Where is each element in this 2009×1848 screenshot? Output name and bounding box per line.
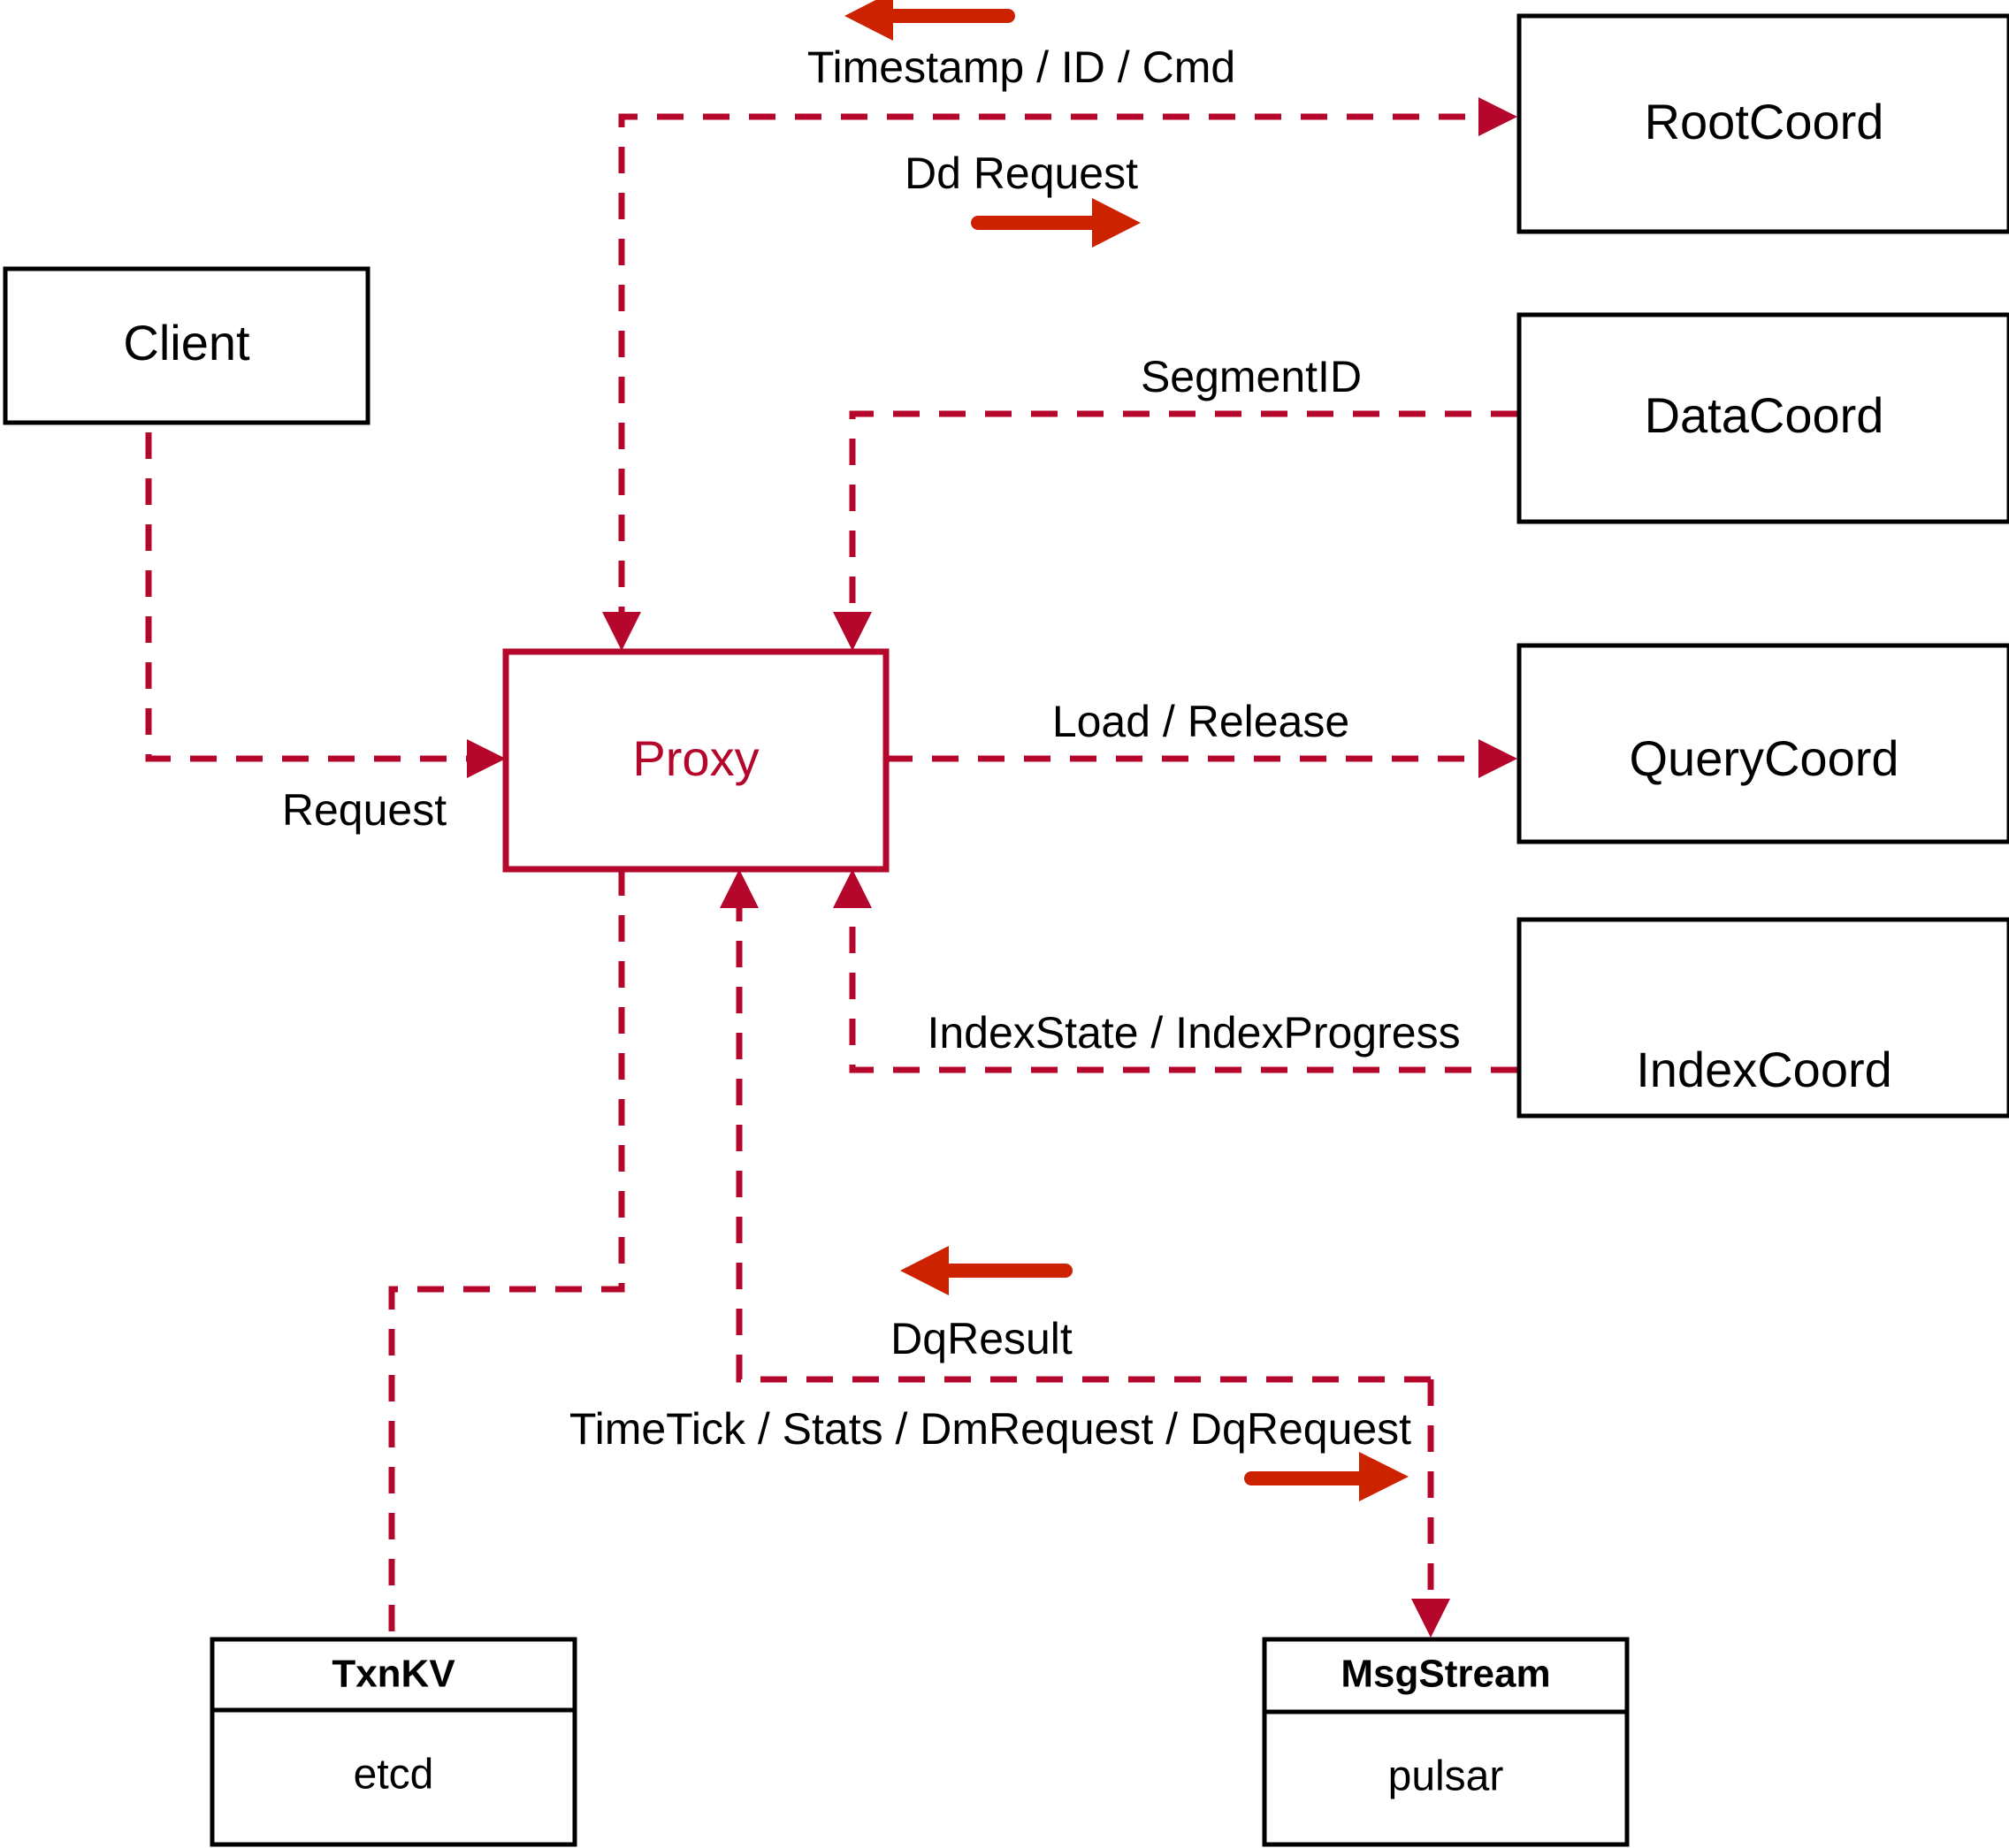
node-msgstream[interactable]: MsgStream pulsar	[1262, 1637, 1630, 1847]
edge-msgstream-to-proxy	[720, 869, 1450, 1638]
node-client-box[interactable]	[3, 266, 370, 425]
edge-label-timestamp-id-cmd: Timestamp / ID / Cmd	[807, 42, 1235, 92]
edge-label-request: Request	[282, 785, 447, 835]
edge-label-index-state: IndexState / IndexProgress	[927, 1008, 1460, 1058]
edge-client-to-proxy-arrowhead	[467, 739, 506, 778]
edge-proxy-to-rootcoord	[602, 97, 1517, 651]
node-indexcoord[interactable]: IndexCoord	[1516, 917, 2009, 1119]
edge-datacoord-to-proxy	[833, 410, 1517, 651]
node-datacoord[interactable]: DataCoord	[1516, 312, 2009, 524]
node-proxy-label: Proxy	[632, 730, 759, 786]
node-querycoord[interactable]: QueryCoord	[1516, 643, 2009, 844]
node-querycoord-label: QueryCoord	[1629, 730, 1898, 786]
edge-indexcoord-to-proxy-path	[849, 887, 1517, 1073]
edge-proxy-to-rootcoord-arrowhead-right	[1478, 97, 1517, 136]
node-indexcoord-box[interactable]	[1516, 917, 2009, 1119]
edge-msgstream-to-proxy-arrowhead	[720, 869, 759, 908]
edge-proxy-to-txnkv	[388, 869, 625, 1638]
edge-label-segment-id: SegmentID	[1141, 352, 1362, 401]
edge-proxy-to-msgstream-arrowhead	[1411, 1599, 1450, 1638]
node-rootcoord-label: RootCoord	[1645, 94, 1884, 149]
edge-datacoord-to-proxy-arrowhead	[833, 612, 872, 651]
node-txnkv[interactable]: TxnKV etcd	[210, 1637, 577, 1847]
edge-indexcoord-to-proxy	[833, 869, 1517, 1073]
node-txnkv-body-label: etcd	[354, 1752, 434, 1798]
edge-datacoord-to-proxy-path	[849, 410, 1517, 633]
dqrequest-arrow-icon	[1244, 1452, 1409, 1501]
dqresult-arrow-icon	[900, 1246, 1073, 1295]
edge-client-to-proxy	[145, 386, 506, 778]
edge-proxy-to-txnkv-path	[388, 869, 625, 1638]
edge-msgstream-to-proxy-path	[736, 887, 1431, 1383]
node-client[interactable]: Client	[3, 266, 370, 425]
edge-proxy-to-rootcoord-path	[618, 113, 1496, 633]
node-rootcoord-box[interactable]	[1516, 13, 2009, 234]
timestamp-arrow-icon	[844, 0, 1015, 41]
edge-proxy-to-querycoord	[886, 739, 1517, 778]
dd-request-arrow-icon	[971, 198, 1141, 248]
edge-label-timetick-stats: TimeTick / Stats / DmRequest / DqRequest	[569, 1404, 1411, 1454]
edge-label-dq-result: DqResult	[890, 1314, 1073, 1363]
node-msgstream-header-label: MsgStream	[1341, 1653, 1550, 1696]
node-indexcoord-label: IndexCoord	[1636, 1042, 1892, 1097]
edge-indexcoord-to-proxy-arrowhead	[833, 869, 872, 908]
node-proxy[interactable]: Proxy	[502, 648, 890, 873]
node-datacoord-box[interactable]	[1516, 312, 2009, 524]
node-rootcoord[interactable]: RootCoord	[1516, 13, 2009, 234]
edge-label-dd-request: Dd Request	[905, 149, 1138, 198]
node-msgstream-box[interactable]	[1262, 1637, 1630, 1847]
node-msgstream-body-label: pulsar	[1388, 1753, 1504, 1800]
node-querycoord-box[interactable]	[1516, 643, 2009, 844]
edge-client-to-proxy-path	[145, 386, 489, 762]
node-txnkv-header-label: TxnKV	[332, 1653, 455, 1696]
node-txnkv-box[interactable]	[210, 1637, 577, 1847]
edge-label-load-release: Load / Release	[1052, 697, 1349, 746]
node-client-label: Client	[123, 315, 250, 370]
node-datacoord-label: DataCoord	[1645, 387, 1884, 443]
edge-proxy-to-querycoord-arrowhead	[1478, 739, 1517, 778]
edge-proxy-to-rootcoord-arrowhead-down	[602, 612, 641, 651]
node-proxy-box[interactable]	[502, 648, 890, 873]
